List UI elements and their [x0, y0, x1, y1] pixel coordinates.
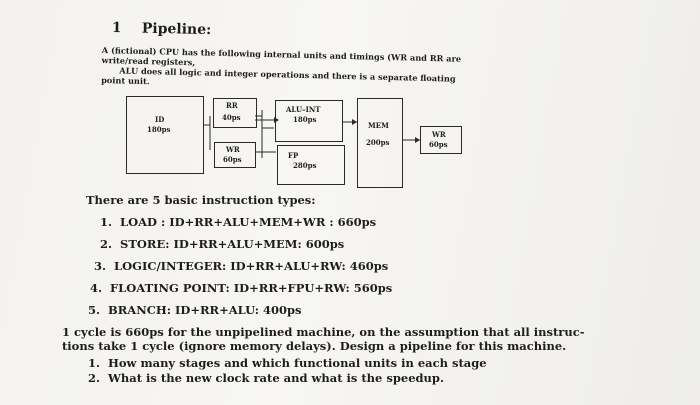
item-text: LOAD : ID+RR+ALU+MEM+WR : 660ps — [120, 215, 377, 229]
item-number: 4. — [90, 281, 103, 295]
wr-mid-unit-time: 60ps — [223, 155, 242, 164]
alu-unit-time: 180ps — [293, 115, 317, 124]
id-unit-time: 180ps — [147, 125, 171, 134]
paragraph-line-2: tions take 1 cycle (ignore memory delays… — [62, 339, 567, 353]
id-unit-name: ID — [155, 115, 165, 124]
paragraph-line-1: 1 cycle is 660ps for the unpipelined mac… — [62, 325, 585, 339]
mem-unit-name: MEM — [368, 121, 389, 130]
rr-unit-box: RR 40ps — [213, 98, 257, 128]
instruction-type-item: 3. LOGIC/INTEGER: ID+RR+ALU+RW: 460ps — [94, 259, 388, 273]
item-text: STORE: ID+RR+ALU+MEM: 600ps — [120, 237, 345, 251]
instruction-type-item: 1. LOAD : ID+RR+ALU+MEM+WR : 660ps — [100, 215, 376, 229]
wr-out-unit-name: WR — [432, 130, 446, 139]
instruction-types-title: There are 5 basic instruction types: — [86, 193, 316, 207]
item-text: BRANCH: ID+RR+ALU: 400ps — [108, 303, 302, 317]
wr-mid-unit-name: WR — [226, 145, 240, 154]
rr-unit-time: 40ps — [222, 113, 241, 122]
item-number: 1. — [100, 215, 113, 229]
wr-mid-unit-box: WR 60ps — [214, 142, 256, 168]
question-item: 1. How many stages and which functional … — [88, 356, 487, 370]
wr-out-unit-box: WR 60ps — [420, 126, 462, 154]
question-text: What is the new clock rate and what is t… — [108, 371, 444, 385]
item-number: 5. — [88, 303, 101, 317]
item-text: LOGIC/INTEGER: ID+RR+ALU+RW: 460ps — [114, 259, 389, 273]
alu-unit-box: ALU–INT 180ps — [275, 100, 343, 142]
mem-unit-time: 200ps — [366, 138, 390, 147]
instruction-type-item: 5. BRANCH: ID+RR+ALU: 400ps — [88, 303, 302, 317]
instruction-type-item: 2. STORE: ID+RR+ALU+MEM: 600ps — [100, 237, 344, 251]
id-unit-box: ID 180ps — [126, 96, 204, 174]
instruction-type-item: 4. FLOATING POINT: ID+RR+FPU+RW: 560ps — [90, 281, 392, 295]
rr-unit-name: RR — [226, 101, 238, 110]
item-number: 2. — [100, 237, 113, 251]
question-number: 1. — [88, 356, 101, 370]
fp-unit-box: FP 280ps — [277, 145, 345, 185]
problem-paragraph: 1 cycle is 660ps for the unpipelined mac… — [62, 325, 584, 353]
mem-unit-box: MEM 200ps — [357, 98, 403, 188]
fp-unit-time: 280ps — [293, 161, 317, 170]
question-number: 2. — [88, 371, 101, 385]
question-text: How many stages and which functional uni… — [108, 356, 487, 370]
item-number: 3. — [94, 259, 107, 273]
question-item: 2. What is the new clock rate and what i… — [88, 371, 444, 385]
wr-out-unit-time: 60ps — [429, 140, 448, 149]
fp-unit-name: FP — [288, 151, 299, 160]
alu-unit-name: ALU–INT — [286, 105, 321, 114]
item-text: FLOATING POINT: ID+RR+FPU+RW: 560ps — [110, 281, 393, 295]
